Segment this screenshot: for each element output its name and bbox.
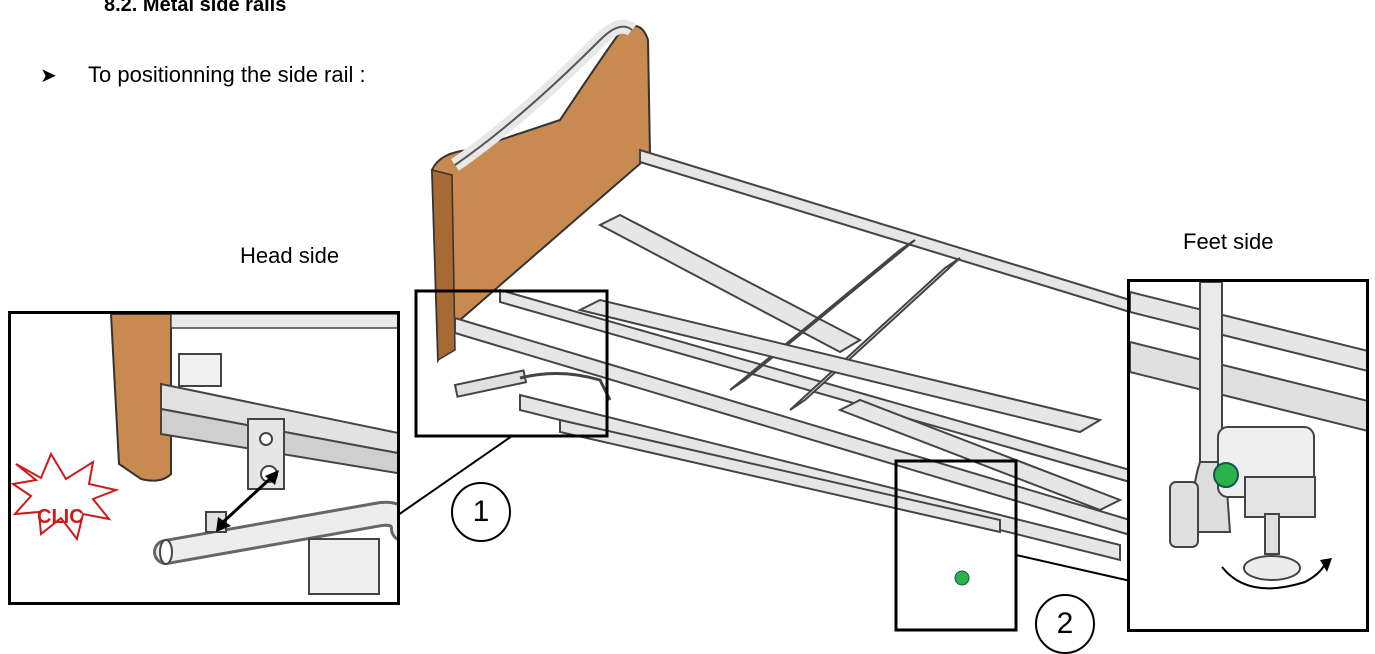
section-heading: 8.2. Metal side rails <box>104 0 287 16</box>
callout-2-text: 2 <box>1056 607 1074 640</box>
knob-icon <box>954 570 970 586</box>
head-side-label: Head side <box>240 243 340 268</box>
callout-1: 1 <box>451 482 511 542</box>
clic-burst-icon <box>11 451 120 542</box>
arrow-bullet-icon: ➤ <box>40 65 57 87</box>
rail-handle <box>453 369 612 401</box>
callout-1-text: 1 <box>472 495 490 528</box>
bullet-item: ➤ To positionning the side rail : <box>40 62 366 88</box>
feet-side-label: Feet side <box>1183 229 1274 254</box>
detail-frame-feet <box>894 459 1018 632</box>
clic-burst-text: CLIC <box>37 506 84 528</box>
headboard <box>430 19 652 364</box>
head-side-detail: CLIC <box>8 311 400 605</box>
green-knob-icon <box>1213 462 1239 488</box>
callout-2: 2 <box>1035 594 1095 654</box>
feet-side-detail <box>1127 279 1369 632</box>
rotate-arrow-icon <box>1221 563 1326 590</box>
bullet-text: To positionning the side rail : <box>88 62 366 87</box>
bed-frame <box>454 148 1131 562</box>
